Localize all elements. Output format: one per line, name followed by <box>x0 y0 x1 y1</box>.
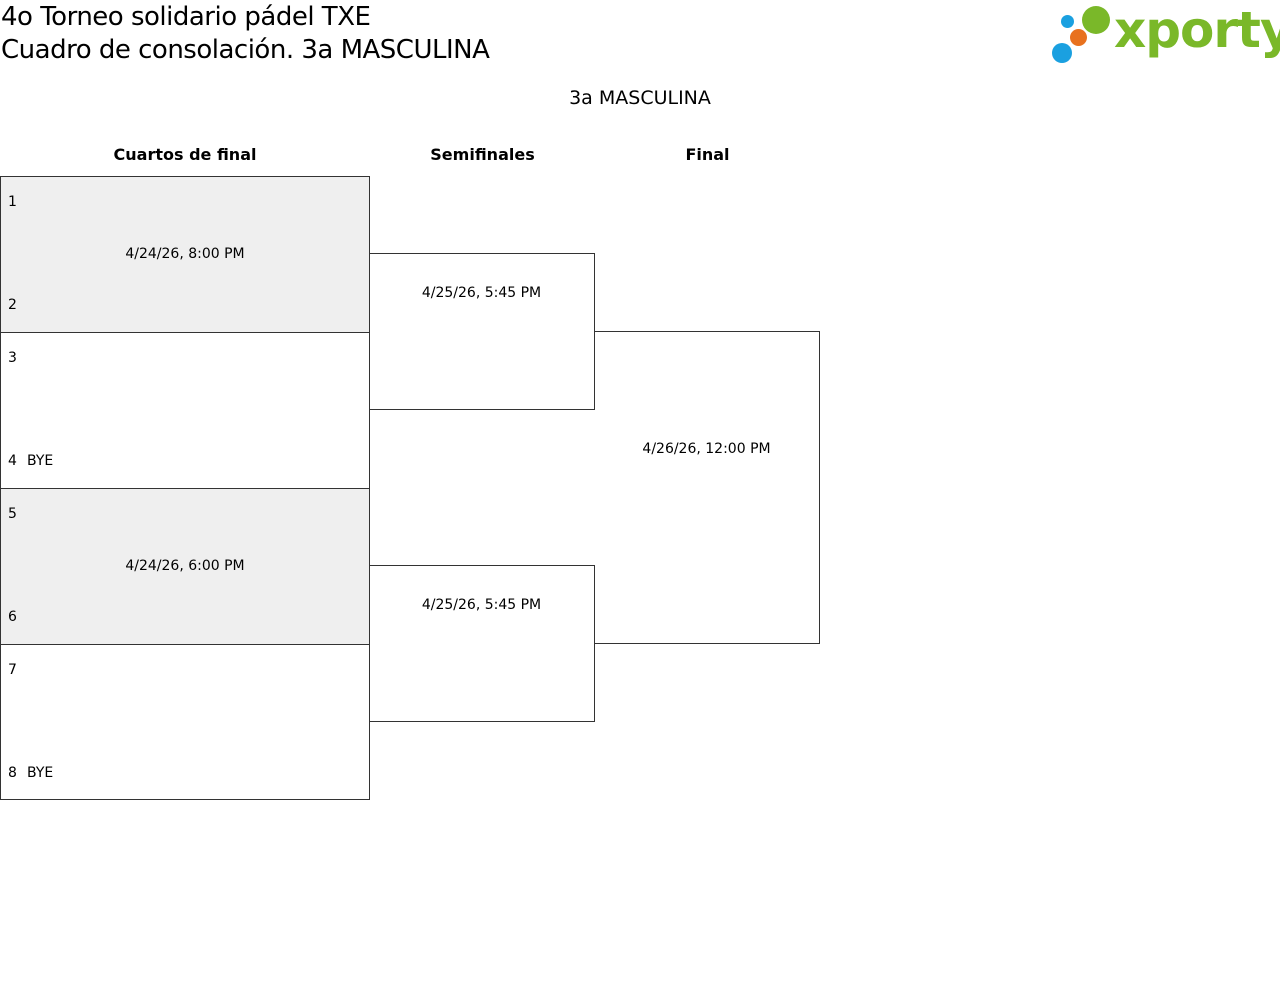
tournament-title: 4o Torneo solidario pádel TXE <box>1 2 371 32</box>
match-date: 4/26/26, 12:00 PM <box>642 441 771 457</box>
quarterfinal-match-3[interactable]: 5 4/24/26, 6:00 PM 6 <box>0 488 370 644</box>
xporty-logo[interactable]: xporty <box>1050 1 1280 68</box>
seed-number: 5 <box>8 506 17 522</box>
team-slot[interactable]: 1 <box>8 193 27 211</box>
team-slot[interactable]: 2 <box>8 296 27 314</box>
seed-number: 8 <box>8 765 17 781</box>
logo-wordmark: xporty <box>1114 1 1280 59</box>
semifinal-match-2[interactable]: 4/25/26, 5:45 PM <box>369 565 595 722</box>
seed-number: 2 <box>8 297 17 313</box>
quarterfinal-match-1[interactable]: 1 4/24/26, 8:00 PM 2 <box>0 176 370 332</box>
team-slot[interactable]: 7 <box>8 661 27 679</box>
seed-number: 7 <box>8 662 17 678</box>
seed-number: 4 <box>8 453 17 469</box>
team-name: BYE <box>27 453 54 469</box>
category-title: 3a MASCULINA <box>569 87 711 109</box>
semifinal-match-1[interactable]: 4/25/26, 5:45 PM <box>369 253 595 410</box>
logo-dot-blue-small <box>1061 15 1074 28</box>
team-slot[interactable]: 4 BYE <box>8 452 53 470</box>
match-date: 4/24/26, 6:00 PM <box>125 558 245 574</box>
team-slot[interactable]: 5 <box>8 505 27 523</box>
final-match[interactable]: 4/26/26, 12:00 PM <box>594 331 820 644</box>
seed-number: 1 <box>8 194 17 210</box>
logo-dot-orange <box>1070 29 1087 46</box>
round-header-quarterfinals: Cuartos de final <box>113 145 257 164</box>
team-name: BYE <box>27 765 54 781</box>
draw-subtitle: Cuadro de consolación. 3a MASCULINA <box>1 35 490 65</box>
match-date: 4/25/26, 5:45 PM <box>421 597 542 613</box>
seed-number: 3 <box>8 350 17 366</box>
seed-number: 6 <box>8 609 17 625</box>
match-date: 4/25/26, 5:45 PM <box>421 285 542 301</box>
quarterfinal-match-2[interactable]: 3 4 BYE <box>0 332 370 488</box>
round-header-semifinals: Semifinales <box>430 145 535 164</box>
match-date: 4/24/26, 8:00 PM <box>125 246 245 262</box>
logo-dot-blue-large <box>1052 43 1072 63</box>
team-slot[interactable]: 6 <box>8 608 27 626</box>
logo-dot-green <box>1082 6 1110 34</box>
quarterfinal-match-4[interactable]: 7 8 BYE <box>0 644 370 800</box>
team-slot[interactable]: 8 BYE <box>8 764 53 782</box>
round-header-final: Final <box>685 145 730 164</box>
team-slot[interactable]: 3 <box>8 349 27 367</box>
